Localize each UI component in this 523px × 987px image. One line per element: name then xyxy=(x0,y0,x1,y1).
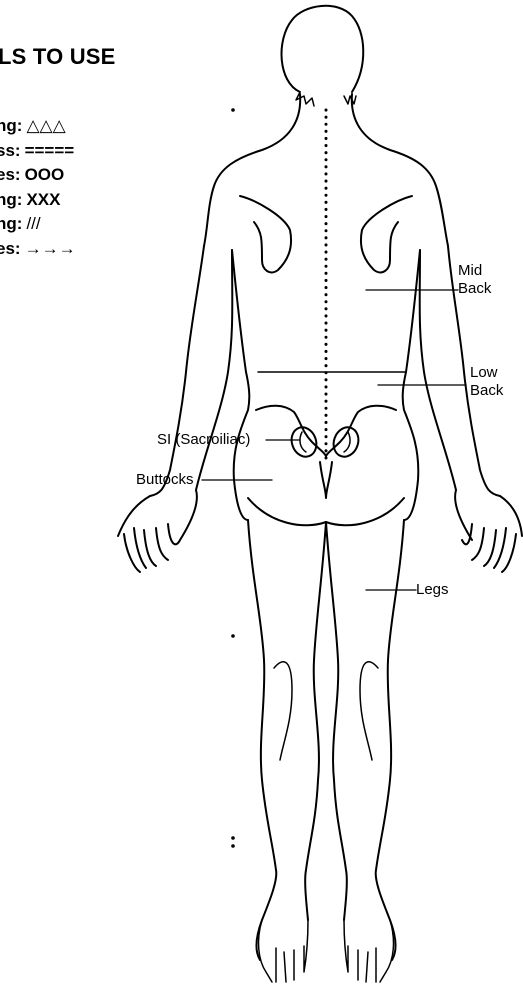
legs-outline xyxy=(248,520,404,960)
left-foot-outline xyxy=(259,920,308,982)
right-foot-outline xyxy=(344,920,393,982)
low-back-label: Low Back xyxy=(470,364,503,400)
left-scapula xyxy=(240,196,291,272)
left-arm-outline xyxy=(150,246,204,496)
si-label: SI (Sacroiliac) xyxy=(157,431,250,449)
mid-back-label: Mid Back xyxy=(458,262,491,298)
calf-detail xyxy=(274,662,378,760)
left-hand-outline xyxy=(118,490,197,572)
right-scapula xyxy=(361,196,412,272)
hair-tuft-icon xyxy=(296,92,356,106)
legs-label: Legs xyxy=(416,581,449,599)
head-outline xyxy=(282,6,364,92)
si-joint-right xyxy=(330,424,363,460)
right-hand-outline xyxy=(455,490,522,572)
buttocks-label: Buttocks xyxy=(136,471,194,489)
